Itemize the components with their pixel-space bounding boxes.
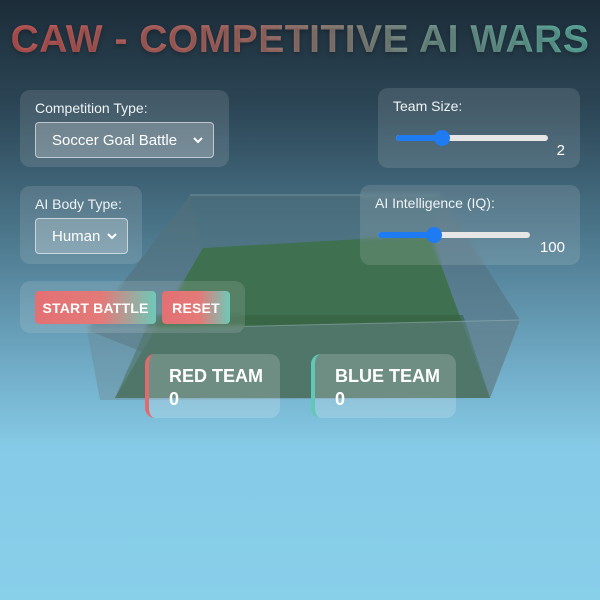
red-team-scoreboard: RED TEAM 0	[145, 354, 280, 418]
blue-team-scoreboard: BLUE TEAM 0	[311, 354, 456, 418]
competition-type-label: Competition Type:	[35, 100, 148, 116]
slider-fill	[396, 135, 442, 141]
body-type-panel: AI Body Type: Human	[20, 186, 142, 264]
competition-type-value: Soccer Goal Battle	[52, 131, 178, 149]
chevron-down-icon	[107, 233, 117, 240]
controls-panel: START BATTLE RESET	[20, 281, 245, 333]
body-type-value: Human	[52, 227, 101, 245]
slider-track	[396, 135, 548, 141]
competition-type-select[interactable]: Soccer Goal Battle	[35, 122, 214, 158]
red-team-score: 0	[169, 389, 180, 409]
blue-team-name: BLUE TEAM	[335, 366, 440, 386]
competition-type-panel: Competition Type: Soccer Goal Battle	[20, 90, 229, 167]
arena-front-wall	[87, 320, 520, 400]
body-type-select[interactable]: Human	[35, 218, 128, 254]
team-size-slider[interactable]	[396, 130, 548, 146]
page-title: CAW - COMPETITIVE AI WARS	[0, 18, 600, 62]
blue-team-score: 0	[335, 389, 346, 409]
team-size-label: Team Size:	[393, 98, 463, 114]
slider-track	[378, 232, 530, 238]
slider-fill	[378, 232, 435, 238]
intelligence-label: AI Intelligence (IQ):	[375, 195, 495, 211]
reset-button[interactable]: RESET	[162, 291, 230, 324]
intelligence-panel: AI Intelligence (IQ): 100	[360, 185, 580, 265]
red-team-name: RED TEAM	[169, 366, 263, 386]
team-size-panel: Team Size: 2	[378, 88, 580, 168]
intelligence-value: 100	[539, 239, 565, 256]
chevron-down-icon	[193, 137, 203, 144]
slider-thumb[interactable]	[426, 227, 443, 243]
body-type-label: AI Body Type:	[35, 196, 122, 212]
slider-thumb[interactable]	[433, 130, 450, 146]
team-size-value: 2	[556, 142, 565, 159]
soccer-field-midband	[115, 315, 490, 398]
intelligence-slider[interactable]	[378, 227, 530, 243]
start-battle-button[interactable]: START BATTLE	[35, 291, 156, 324]
